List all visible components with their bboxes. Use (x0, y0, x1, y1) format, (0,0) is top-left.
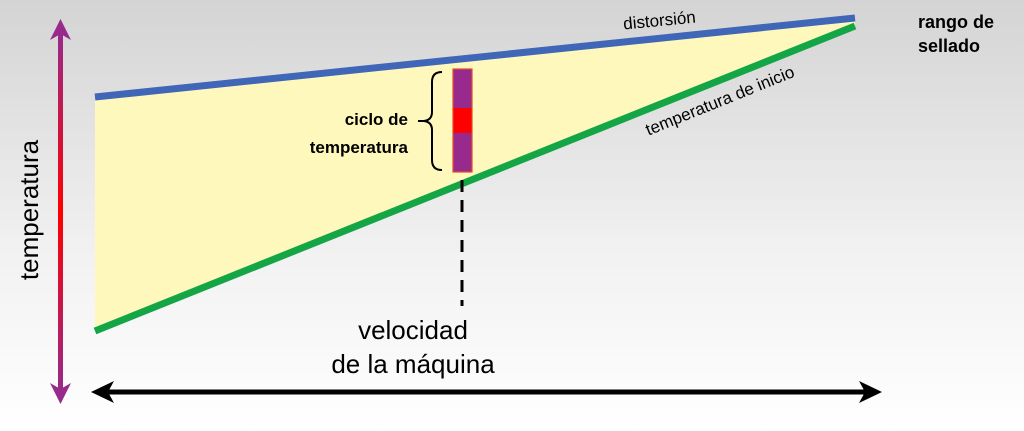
machine-speed-label-1: velocidad (358, 315, 468, 345)
sealing-range-label-1: rango de (918, 12, 994, 32)
temperature-cycle-label-1: ciclo de (345, 110, 408, 129)
temperature-axis-label: temperatura (14, 139, 44, 280)
distortion-line (94, 14, 856, 101)
temperature-axis-arrow-icon (50, 19, 71, 404)
distortion-label: distorsión (622, 8, 696, 34)
temperature-cycle-label-2: temperatura (310, 138, 409, 157)
speed-axis-arrow-icon (91, 381, 882, 403)
temperature-cycle-peak (453, 108, 472, 133)
start-temperature-line (93, 22, 857, 335)
machine-speed-label-2: de la máquina (331, 349, 495, 379)
sealing-range-label-2: sellado (918, 36, 980, 56)
